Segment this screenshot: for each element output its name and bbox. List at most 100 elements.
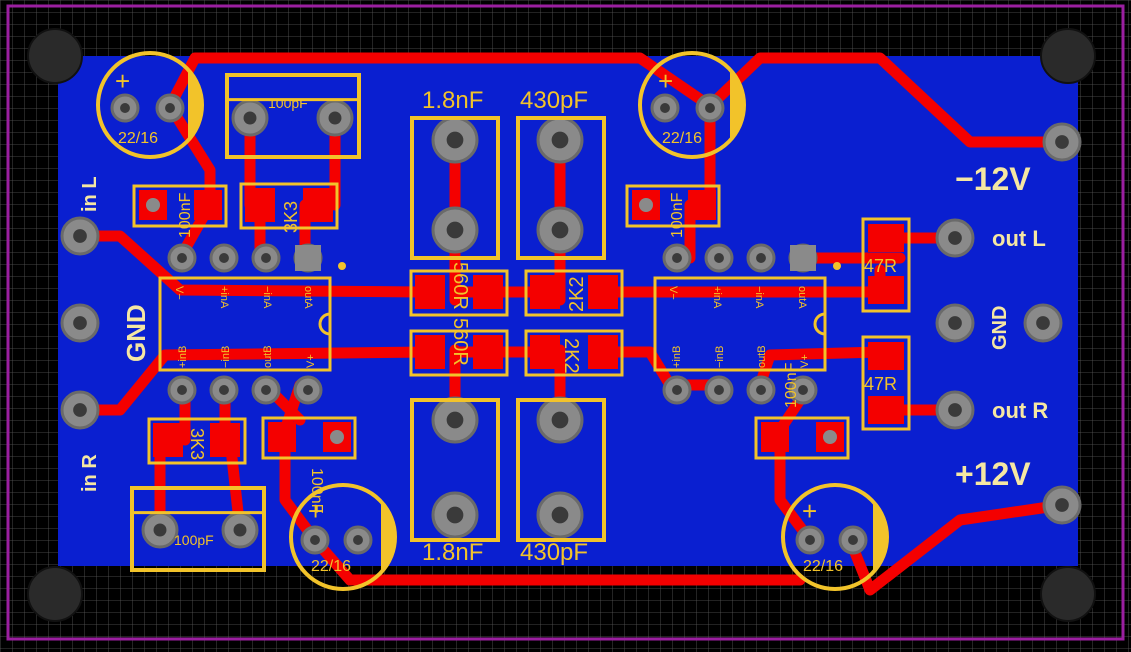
cap-100nf-tr-pad2	[688, 190, 716, 220]
via-0	[146, 198, 160, 212]
res-47r-bottom-pad1	[868, 342, 904, 370]
out-r-label: out R	[992, 398, 1048, 423]
via-2	[330, 430, 344, 444]
res-560r-top-label: 560R	[449, 262, 471, 310]
ic-right-pin-bot-1: +inB	[671, 346, 683, 368]
elcap-pad-4-hole	[310, 535, 320, 545]
elcap-pad-5-hole	[353, 535, 363, 545]
ic-right-body	[653, 276, 827, 372]
board-outline	[6, 4, 1125, 641]
res-47r-top-outline	[861, 217, 911, 313]
film-430pf-top-outline	[516, 116, 606, 260]
res-3k3-top-label: 3K3	[281, 201, 301, 233]
ic-right-pin-top-0-hole	[672, 253, 682, 263]
film-pad-4-hole	[446, 411, 464, 429]
ic-right-pin-bot-4: V+	[799, 354, 811, 368]
cap-plus-bl: +	[308, 496, 323, 526]
res-560r-top-outline	[409, 269, 509, 317]
ic-right-pin-bot-1-hole	[714, 385, 724, 395]
res-3k3-bottom-pad1	[153, 423, 183, 457]
pads	[60, 93, 1082, 555]
via-3	[823, 430, 837, 444]
res-560r-bottom-label: 560R	[449, 318, 471, 366]
res-2k2-top-pad2	[588, 275, 618, 309]
cap-bl-stripe	[381, 501, 396, 573]
pad-in-r-hole	[73, 403, 87, 417]
res-560r-top-pad2	[473, 275, 503, 309]
ic-left-pin-bot-3-hole	[303, 385, 313, 395]
res-2k2-top-pad1	[530, 275, 560, 309]
ic-right-pin-bot-0-hole	[672, 385, 682, 395]
film-18nf-bottom-outline	[410, 398, 500, 542]
pf-pad-0-hole	[243, 111, 257, 125]
cap-100pf-bottom-label: 100pF	[174, 532, 214, 548]
pf-pad-2-hole	[153, 523, 167, 537]
cap-plus-tr: +	[658, 66, 673, 96]
ic-left-body	[158, 276, 332, 372]
ic-left-pin-top-1: V−	[173, 286, 185, 300]
silkscreen	[96, 51, 911, 591]
cap-100nf-tl-outline	[132, 184, 228, 228]
elcap-pad-3-hole	[705, 103, 715, 113]
film-18nf-top-outline	[410, 116, 500, 260]
pad-in-l-hole	[73, 229, 87, 243]
film-pad-1-hole	[446, 221, 464, 239]
res-2k2-bottom-pad1	[530, 335, 560, 369]
ic-right-notch	[813, 312, 826, 336]
cap-100nf-tl-label: 100nF	[177, 192, 194, 238]
res-2k2-bottom-pad2	[588, 335, 618, 369]
res-2k2-top-label: 2K2	[566, 276, 588, 312]
cap-plus-tl: +	[115, 66, 130, 96]
pad-plus-12v-hole	[1055, 498, 1069, 512]
cap-100nf-bl-pad1	[268, 422, 296, 452]
ic-right-pin1-dot	[833, 262, 841, 270]
res-3k3-bottom-outline	[147, 417, 247, 465]
cap-100nf-tr-label: 100nF	[669, 192, 686, 238]
res-3k3-top-outline	[239, 182, 339, 230]
ic-left-pin-bot-1-hole	[219, 385, 229, 395]
ic-left-pin-bot-1: +inB	[177, 346, 189, 368]
ic-right-pin-top-3: −inA	[753, 286, 765, 309]
cap-100nf-br-pad1	[761, 422, 789, 452]
ic-right-pin-top-1: V−	[667, 286, 679, 300]
res-560r-top-pad1	[415, 275, 445, 309]
gnd-left-label: GND	[121, 304, 151, 362]
pad-minus-12v-hole	[1055, 135, 1069, 149]
in-r-label: in R	[79, 454, 101, 492]
ic-left-pin-bot-3: outB	[262, 345, 274, 368]
res-47r-bottom-outline	[861, 335, 911, 431]
ic-right-pin-bot-2: −inB	[714, 346, 726, 368]
pf-pad-1-hole	[328, 111, 342, 125]
res-47r-top-pad1	[868, 224, 904, 252]
via-1	[639, 198, 653, 212]
cap-br-stripe	[873, 501, 888, 573]
cap-br-value: 22/16	[803, 558, 843, 575]
res-47r-bottom-label: 47R	[864, 374, 897, 394]
film-430pf-top-label: 430pF	[520, 87, 588, 114]
film-430pf-bottom-label: 430pF	[520, 539, 588, 566]
ic-left-pin-top-2: +inA	[218, 286, 230, 309]
ic-left-pin1-dot	[338, 262, 346, 270]
ic-left-pin-top-3: −inA	[261, 286, 273, 309]
res-2k2-top-outline	[524, 269, 624, 317]
ic-left-pin-bot-0-hole	[177, 385, 187, 395]
res-3k3-bottom-pad2	[210, 423, 240, 457]
cap-tl-value: 22/16	[118, 130, 158, 147]
ic-right-pin-top-4: outA	[796, 286, 808, 309]
res-2k2-bottom-outline	[524, 329, 624, 377]
cap-100nf-tr-outline	[625, 184, 721, 228]
ic-right-pin-top-1-hole	[714, 253, 724, 263]
film-pad-7-hole	[551, 506, 569, 524]
film-pad-2-hole	[551, 131, 569, 149]
cap-100nf-bl-outline	[261, 416, 357, 460]
in-l-label: in L	[79, 176, 101, 212]
ic-left-pin-labels: V− +inA −inA outA +inB −inB outB V+	[173, 286, 317, 368]
cap-100nf-br-label: 100nF	[783, 362, 800, 408]
plus-12v-label: +12V	[955, 456, 1031, 492]
ic-left-pin-bot-2-hole	[261, 385, 271, 395]
pad-gnd-right-1-hole	[948, 316, 962, 330]
ic-left-notch	[318, 312, 331, 336]
out-l-label: out L	[992, 226, 1046, 251]
cap-tr-value: 22/16	[662, 130, 702, 147]
